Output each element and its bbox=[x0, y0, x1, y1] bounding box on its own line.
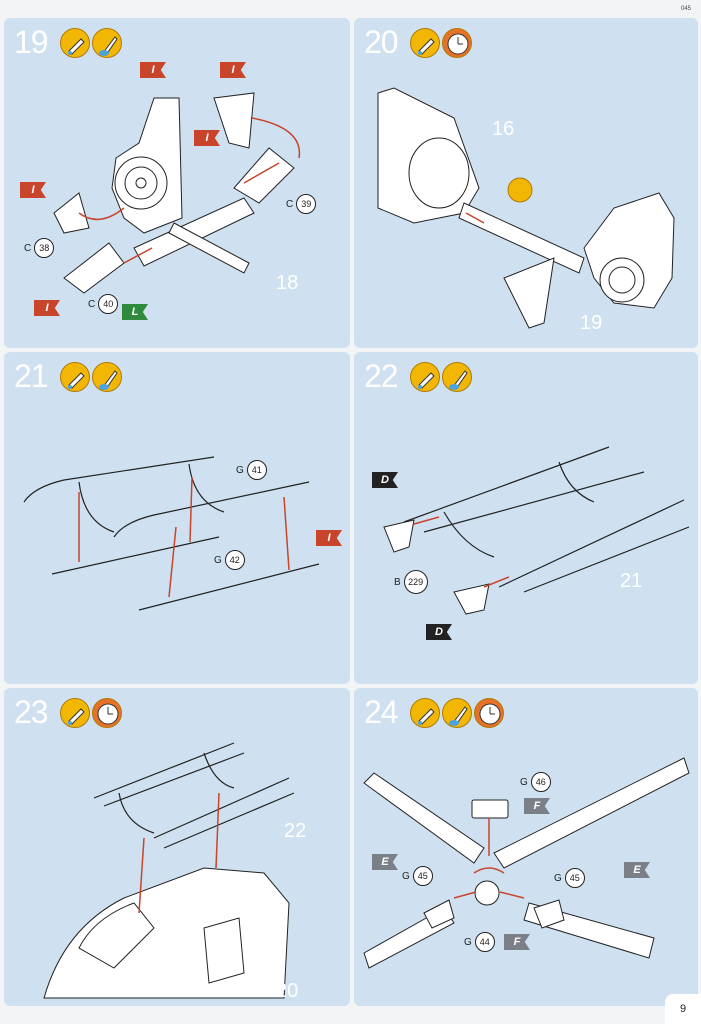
glue-icon bbox=[60, 362, 90, 392]
step-23-illustration bbox=[43, 742, 295, 999]
step-20-illustration bbox=[377, 87, 675, 329]
step-24-illustration bbox=[363, 757, 690, 969]
step-22-illustration bbox=[383, 446, 690, 615]
paint-flag-i: I bbox=[34, 300, 60, 316]
step-number: 20 bbox=[364, 24, 399, 60]
paint-flag-i: I bbox=[220, 62, 246, 78]
glue-icon bbox=[60, 28, 90, 58]
part-label-16: 16 bbox=[492, 118, 515, 140]
step-23-panel: 23 22 20 bbox=[4, 688, 350, 1006]
step-icons bbox=[60, 698, 122, 728]
step-20-panel: 20 16 19 bbox=[354, 18, 698, 348]
paint-flag-i: I bbox=[194, 130, 220, 146]
glue-icon bbox=[410, 698, 440, 728]
part-label-19: 19 bbox=[580, 312, 603, 334]
part-label-22: 22 bbox=[284, 820, 307, 842]
part-label-18: 18 bbox=[276, 272, 299, 294]
paint-flag-i: I bbox=[316, 530, 342, 546]
step-icons bbox=[410, 362, 472, 392]
paint-brush-icon bbox=[442, 698, 472, 728]
step-icons bbox=[410, 698, 504, 728]
step-number: 24 bbox=[364, 694, 399, 730]
paint-brush-icon bbox=[442, 362, 472, 392]
step-number: 19 bbox=[14, 24, 49, 60]
glue-icon bbox=[410, 28, 440, 58]
page-number: 9 bbox=[665, 994, 701, 1024]
paint-flag-e: E bbox=[372, 854, 398, 870]
step-icons bbox=[60, 28, 122, 58]
paint-flag-l: L bbox=[122, 304, 148, 320]
paint-flag-i: I bbox=[140, 62, 166, 78]
paint-flag-d: D bbox=[426, 624, 452, 640]
glue-icon bbox=[60, 698, 90, 728]
paint-brush-icon bbox=[92, 28, 122, 58]
clock-icon bbox=[92, 698, 122, 728]
part-label-20: 20 bbox=[276, 980, 299, 1002]
step-number: 23 bbox=[14, 694, 49, 730]
paint-flag-d: D bbox=[372, 472, 398, 488]
document-code: 045 bbox=[680, 6, 691, 12]
paint-flag-i: I bbox=[20, 182, 46, 198]
part-label-21: 21 bbox=[620, 570, 643, 592]
step-icons bbox=[60, 362, 122, 392]
step-19-illustration bbox=[53, 92, 301, 294]
paint-brush-icon bbox=[92, 362, 122, 392]
paint-flag-f: F bbox=[524, 798, 550, 814]
glue-icon bbox=[410, 362, 440, 392]
step-number: 21 bbox=[14, 358, 49, 394]
step-21-illustration bbox=[23, 456, 320, 611]
paint-flag-f: F bbox=[504, 934, 530, 950]
step-number: 22 bbox=[364, 358, 399, 394]
step-icons bbox=[410, 28, 472, 58]
clock-icon bbox=[442, 28, 472, 58]
clock-icon bbox=[474, 698, 504, 728]
paint-flag-e: E bbox=[624, 862, 650, 878]
